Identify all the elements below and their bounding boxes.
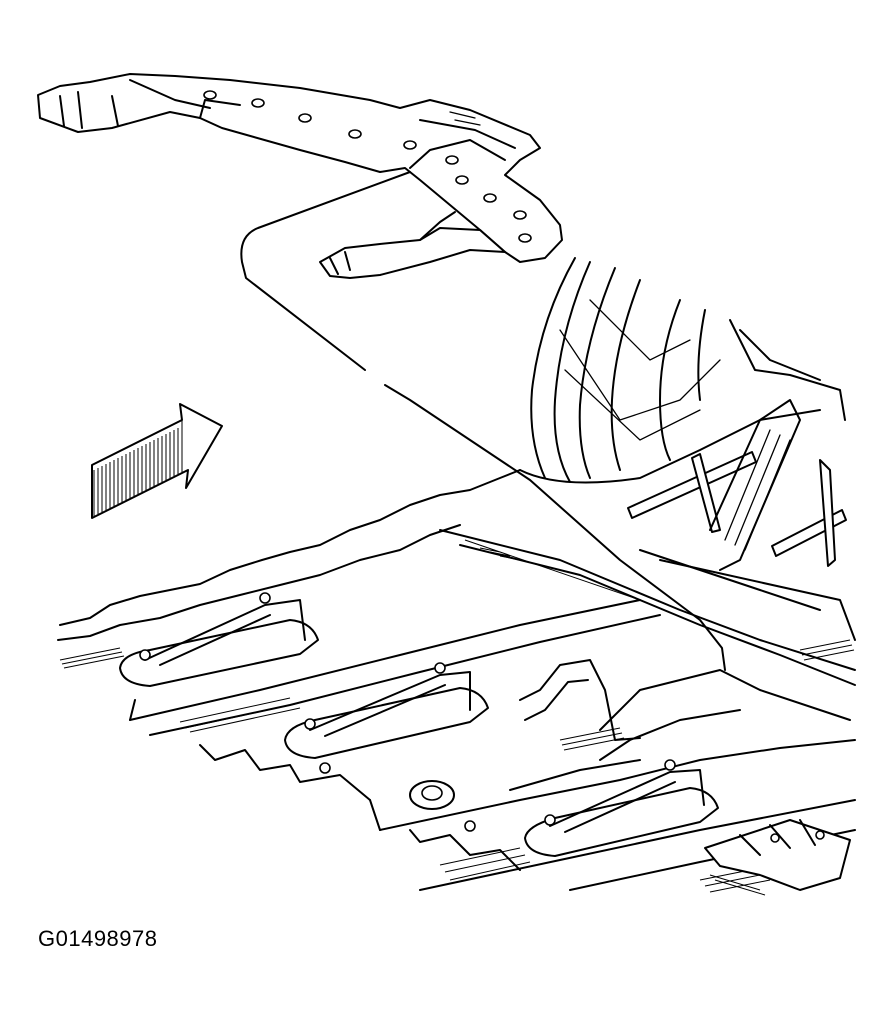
wheelhouse-structure — [519, 257, 856, 641]
callout-leader-line — [240, 171, 726, 671]
figure-id-label: G01498978 — [38, 926, 158, 951]
crossmember-bracket — [37, 73, 563, 279]
front-direction-arrow — [91, 403, 223, 519]
floor-panel — [57, 469, 856, 896]
